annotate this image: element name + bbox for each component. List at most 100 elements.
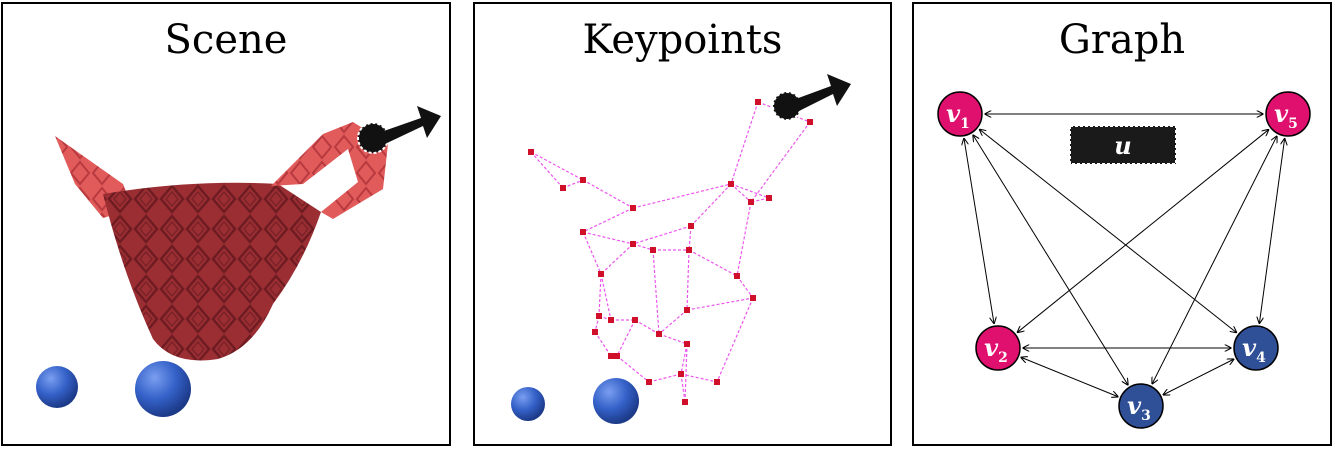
arrow-icon — [793, 74, 851, 112]
keypoint — [596, 313, 602, 319]
sphere-large — [593, 378, 639, 424]
scene-illustration — [36, 106, 441, 417]
cloth-body — [103, 182, 321, 361]
keypoint — [656, 331, 662, 337]
keypoints-illustration — [511, 74, 851, 424]
keypoint-markers — [528, 99, 813, 405]
keypoint-edge — [684, 343, 688, 403]
keypoint-edge — [594, 331, 612, 357]
keypoint-edge — [616, 319, 636, 357]
keypoint — [728, 181, 734, 187]
keypoint — [592, 329, 598, 335]
keypoint-edge — [530, 151, 564, 189]
keypoint-edge — [634, 319, 660, 335]
keypoint — [632, 317, 638, 323]
keypoint-edge — [616, 355, 650, 383]
keypoint — [650, 247, 656, 253]
keypoint-edge — [690, 183, 732, 227]
keypoint — [630, 241, 636, 247]
keypoints-panel: Keypoints — [473, 2, 892, 446]
keypoint-edge — [582, 231, 602, 275]
graph-edge-v5-v3 — [1152, 136, 1277, 383]
graph-edge-v3-v4 — [1163, 359, 1233, 394]
keypoint-edge — [750, 121, 811, 203]
keypoint-edge — [582, 231, 634, 245]
keypoint — [714, 379, 720, 385]
keypoint-edge — [632, 243, 654, 251]
graph-node-v3: v3 — [1118, 383, 1164, 429]
keypoint — [580, 229, 586, 235]
keypoint — [684, 307, 690, 313]
cloth-right-handle — [271, 122, 388, 219]
keypoint-edge — [736, 275, 754, 299]
arrow-icon — [381, 106, 441, 144]
keypoint — [630, 205, 636, 211]
keypoint-edge — [680, 373, 686, 403]
graph-node-v2: v2 — [975, 325, 1021, 371]
keypoints-title: Keypoints — [582, 17, 783, 63]
graph-edges — [964, 114, 1285, 397]
keypoint — [686, 247, 692, 253]
keypoint-edge — [582, 207, 634, 233]
keypoint-edge — [680, 343, 688, 375]
keypoint — [580, 177, 586, 183]
keypoint — [766, 195, 772, 201]
scene-panel: Scene — [1, 2, 451, 446]
keypoint — [734, 273, 740, 279]
sphere-small — [36, 366, 78, 408]
keypoint-edge — [648, 373, 682, 383]
graph-node-v1: v1 — [937, 91, 983, 137]
keypoint-edge — [730, 101, 759, 185]
keypoint — [646, 379, 652, 385]
keypoint-edge — [658, 309, 688, 335]
keypoint — [688, 223, 694, 229]
keypoint — [608, 353, 614, 359]
graph-title: Graph — [1058, 17, 1186, 63]
keypoint — [614, 353, 620, 359]
scene-title: Scene — [164, 17, 288, 63]
graph-node-v5: v5 — [1265, 91, 1311, 137]
keypoint-edge — [598, 273, 602, 317]
sphere-large — [135, 361, 191, 417]
graph-edge-v1-v2 — [964, 139, 994, 324]
graph-panel: Graph v1 v5 v2 v4 v3 u — [912, 2, 1332, 446]
keypoint-edge — [632, 225, 692, 245]
graph-node-v4: v4 — [1233, 325, 1279, 371]
keypoint-edge — [688, 249, 738, 277]
graph-edge-v2-v3 — [1021, 357, 1118, 396]
keypoint — [750, 295, 756, 301]
keypoint-edges — [530, 101, 811, 403]
keypoint — [608, 317, 614, 323]
keypoint-edge — [652, 249, 660, 335]
keypoint — [528, 149, 534, 155]
keypoint-edge — [686, 297, 754, 311]
keypoint-edge — [582, 179, 634, 209]
keypoint-edge — [632, 183, 732, 209]
keypoint — [684, 341, 690, 347]
keypoint-edge — [600, 243, 634, 275]
keypoint — [560, 185, 566, 191]
keypoint — [678, 371, 684, 377]
keypoint-edge — [736, 201, 752, 277]
keypoint — [755, 99, 761, 105]
keypoint-edge — [686, 249, 690, 311]
keypoint-edge — [688, 225, 692, 251]
keypoint — [748, 199, 754, 205]
keypoint — [598, 271, 604, 277]
keypoint-edge — [600, 273, 612, 321]
graph-illustration: v1 v5 v2 v4 v3 u — [937, 91, 1311, 429]
keypoint-edge — [716, 297, 754, 383]
keypoint-edge — [658, 333, 688, 345]
keypoint-edge — [530, 151, 584, 181]
global-node: u — [1069, 125, 1177, 165]
sphere-small — [511, 387, 545, 421]
keypoint-edge — [680, 373, 718, 383]
keypoint-edge — [730, 183, 752, 203]
global-node-label: u — [1114, 131, 1131, 160]
keypoint — [682, 399, 688, 405]
graph-edge-v5-v4 — [1259, 139, 1284, 323]
graph-nodes: v1 v5 v2 v4 v3 — [937, 91, 1311, 429]
keypoint-edge — [562, 179, 584, 189]
keypoint-edge — [730, 183, 770, 199]
keypoint — [807, 119, 813, 125]
